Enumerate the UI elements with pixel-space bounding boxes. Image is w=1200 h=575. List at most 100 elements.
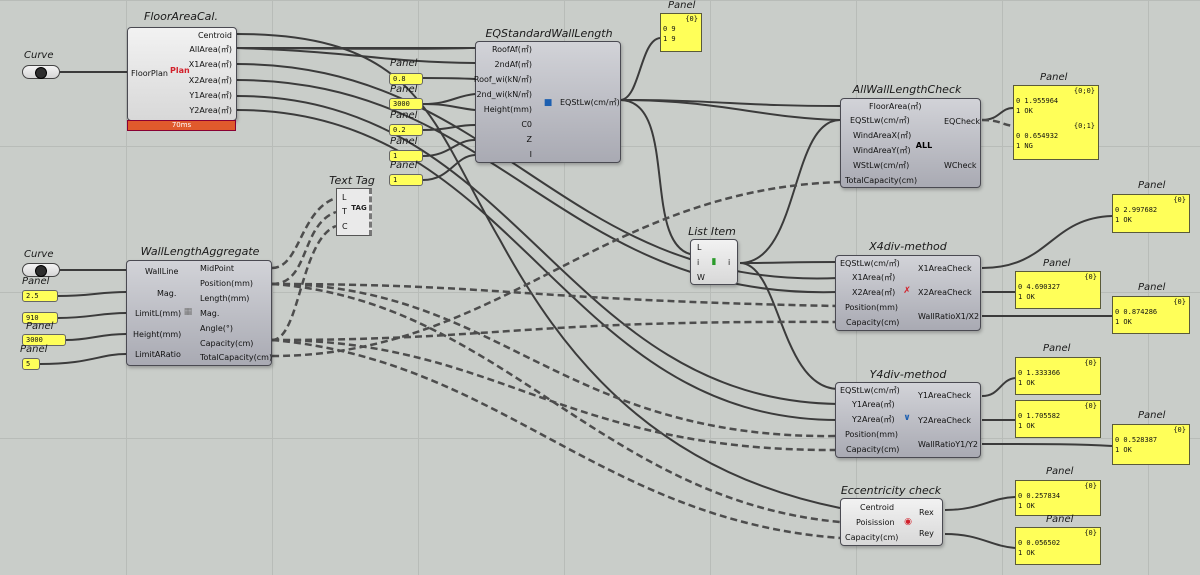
panel-header: {0;1} bbox=[1073, 122, 1095, 130]
wall-length-aggregate-component[interactable]: WallLine Mag. LimitL(mm) Height(mm) Limi… bbox=[126, 260, 272, 366]
input-port[interactable]: Capacity(cm) bbox=[845, 533, 899, 542]
input-port[interactable]: Capacity(cm) bbox=[846, 445, 900, 454]
output-panel[interactable]: {0;0} 0 1.955964 1 OK {0;1} 0 0.654932 1… bbox=[1013, 85, 1099, 160]
input-port[interactable]: W bbox=[697, 273, 705, 282]
input-port[interactable]: WindAreaY(㎡) bbox=[853, 146, 911, 155]
text-tag-component[interactable]: L T C TAG bbox=[336, 188, 372, 236]
curve-param[interactable] bbox=[22, 65, 60, 79]
input-port[interactable]: L bbox=[697, 243, 702, 252]
input-port[interactable]: L bbox=[342, 193, 347, 202]
input-port[interactable]: Capacity(cm) bbox=[846, 318, 900, 327]
input-port[interactable]: Position(mm) bbox=[845, 430, 898, 439]
input-port[interactable]: EQStLw(cm/㎡) bbox=[840, 259, 900, 268]
wire bbox=[236, 47, 476, 64]
output-port[interactable]: Capacity(cm) bbox=[200, 339, 254, 348]
output-port[interactable]: i bbox=[728, 258, 731, 267]
input-port[interactable]: Centroid bbox=[860, 503, 895, 512]
input-panel[interactable]: 0.2 bbox=[389, 124, 423, 136]
input-port[interactable]: Height(mm) bbox=[483, 105, 532, 114]
input-panel[interactable]: 1 bbox=[389, 150, 423, 162]
output-port[interactable]: X1Area(㎡) bbox=[188, 60, 232, 69]
output-port[interactable]: Length(mm) bbox=[200, 294, 250, 303]
curve-param[interactable] bbox=[22, 263, 60, 277]
input-port[interactable]: EQStLw(cm/㎡) bbox=[840, 386, 900, 395]
output-port[interactable]: X1AreaCheck bbox=[918, 264, 972, 273]
input-port[interactable]: i bbox=[697, 258, 700, 267]
output-panel[interactable]: {0} 0 0.257834 1 OK bbox=[1015, 480, 1101, 516]
output-port[interactable]: X2Area(㎡) bbox=[188, 76, 232, 85]
input-port[interactable]: FloorPlan bbox=[131, 69, 168, 78]
input-port[interactable]: LimitL(mm) bbox=[135, 309, 182, 318]
output-port[interactable]: Rey bbox=[919, 529, 934, 538]
input-port[interactable]: C0 bbox=[521, 120, 532, 129]
output-port[interactable]: Y1Area(㎡) bbox=[189, 91, 232, 100]
input-port[interactable]: X2Area(㎡) bbox=[852, 288, 896, 297]
output-panel[interactable]: {0} 0 0.528387 1 OK bbox=[1112, 424, 1190, 465]
eccentricity-check-component[interactable]: Centroid Poisission Capacity(cm) ◉ Rex R… bbox=[840, 498, 943, 546]
input-port[interactable]: C bbox=[342, 222, 348, 231]
output-port[interactable]: WCheck bbox=[944, 161, 977, 170]
output-port[interactable]: Centroid bbox=[197, 31, 232, 40]
input-port[interactable]: Z bbox=[526, 135, 532, 144]
output-port[interactable]: Y2AreaCheck bbox=[918, 416, 971, 425]
output-port[interactable]: Mag. bbox=[200, 309, 220, 318]
output-panel[interactable]: {0} 0 4.690327 1 OK bbox=[1015, 271, 1101, 309]
output-panel[interactable]: {0} 0 0.056502 1 OK bbox=[1015, 527, 1101, 565]
input-port[interactable]: X1Area(㎡) bbox=[852, 273, 896, 282]
component-title: X4div-method bbox=[869, 240, 947, 253]
input-panel[interactable]: 5 bbox=[22, 358, 40, 370]
panel-row: 0 0.257834 bbox=[1018, 492, 1061, 500]
output-port[interactable]: WallRatioY1/Y2 bbox=[918, 440, 978, 449]
input-port[interactable]: Y1Area(㎡) bbox=[852, 400, 895, 409]
input-port[interactable]: LimitARatio bbox=[135, 350, 181, 359]
input-port[interactable]: T bbox=[342, 207, 347, 216]
list-item-component[interactable]: L i W ▮ i bbox=[690, 239, 738, 285]
output-port[interactable]: MidPoint bbox=[200, 264, 235, 273]
input-port[interactable]: Y2Area(㎡) bbox=[852, 415, 895, 424]
input-port[interactable]: I bbox=[529, 150, 532, 159]
input-panel[interactable]: 3000 bbox=[22, 334, 66, 346]
eq-standard-wall-length-component[interactable]: RoofAf(㎡) 2ndAf(㎡) Roof_wi(kN/㎡) 2nd_wi(… bbox=[473, 41, 621, 163]
input-port[interactable]: 2ndAf(㎡) bbox=[494, 60, 532, 69]
input-panel[interactable]: 1 bbox=[389, 174, 423, 186]
input-port[interactable]: Roof_wi(kN/㎡) bbox=[473, 75, 532, 84]
input-port[interactable]: Height(mm) bbox=[133, 330, 182, 339]
output-port[interactable]: Y2Area(㎡) bbox=[189, 106, 232, 115]
input-panel[interactable]: 910 bbox=[22, 312, 58, 324]
output-port[interactable]: TotalCapacity(cm) bbox=[200, 353, 273, 362]
output-port[interactable]: Position(mm) bbox=[200, 279, 253, 288]
output-panel[interactable]: {0} 0 1.333366 1 OK bbox=[1015, 357, 1101, 395]
input-port[interactable]: WStLw(cm/㎡) bbox=[853, 161, 910, 170]
output-port[interactable]: X2AreaCheck bbox=[918, 288, 972, 297]
input-port[interactable]: WallLine bbox=[145, 267, 179, 276]
input-port[interactable]: TotalCapacity(cm) bbox=[845, 176, 918, 185]
input-port[interactable]: FloorArea(㎡) bbox=[869, 102, 922, 111]
x4div-method-component[interactable]: EQStLw(cm/㎡) X1Area(㎡) X2Area(㎡) Positio… bbox=[835, 255, 981, 331]
input-panel[interactable]: 3000 bbox=[389, 98, 423, 110]
input-port[interactable]: WindAreaX(㎡) bbox=[853, 131, 912, 140]
output-port[interactable]: EQCheck bbox=[944, 117, 980, 126]
input-panel[interactable]: 0.8 bbox=[389, 73, 423, 85]
output-port[interactable]: AllArea(㎡) bbox=[189, 45, 232, 54]
all-wall-length-check-component[interactable]: FloorArea(㎡) EQStLw(cm/㎡) WindAreaX(㎡) W… bbox=[840, 98, 981, 188]
input-port[interactable]: Position(mm) bbox=[845, 303, 898, 312]
y4div-method-component[interactable]: EQStLw(cm/㎡) Y1Area(㎡) Y2Area(㎡) Positio… bbox=[835, 382, 981, 458]
output-panel[interactable]: {0} 0 2.997682 1 OK bbox=[1112, 194, 1190, 233]
input-port[interactable]: RoofAf(㎡) bbox=[491, 45, 532, 54]
input-port[interactable]: EQStLw(cm/㎡) bbox=[850, 116, 910, 125]
floor-area-cal-component[interactable]: FloorPlan Plan Centroid AllArea(㎡) X1Are… bbox=[127, 27, 237, 121]
output-port[interactable]: Angle(°) bbox=[200, 324, 234, 333]
input-panel[interactable]: 2.5 bbox=[22, 290, 58, 302]
output-port[interactable]: WallRatioX1/X2 bbox=[918, 312, 980, 321]
output-port[interactable]: Y1AreaCheck bbox=[918, 391, 971, 400]
output-panel[interactable]: {0} 0 1.705582 1 OK bbox=[1015, 400, 1101, 438]
output-port[interactable]: Rex bbox=[919, 508, 934, 517]
input-port[interactable]: Mag. bbox=[157, 289, 177, 298]
output-port[interactable]: EQStLw(cm/㎡) bbox=[560, 98, 620, 107]
panel-label: Panel bbox=[1046, 466, 1074, 477]
output-panel[interactable]: {0} 0 9 1 9 bbox=[660, 13, 702, 52]
input-port[interactable]: 2nd_wi(kN/㎡) bbox=[476, 90, 532, 99]
input-port[interactable]: Poisission bbox=[856, 518, 895, 527]
output-panel[interactable]: {0} 0 0.874286 1 OK bbox=[1112, 296, 1190, 334]
component-title: EQStandardWallLength bbox=[485, 27, 613, 40]
